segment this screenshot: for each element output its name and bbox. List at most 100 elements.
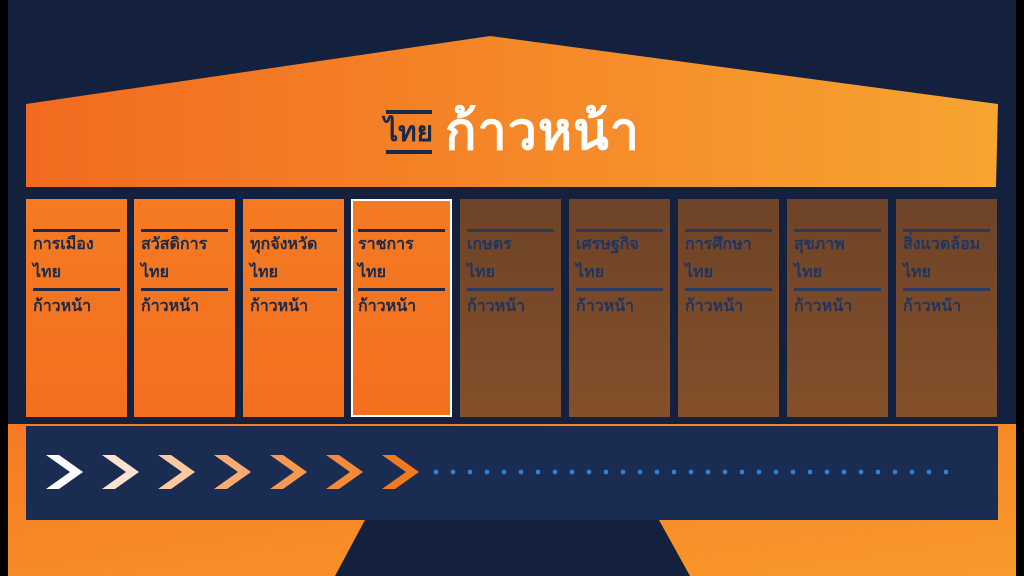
chevron-icon: [158, 455, 195, 489]
pillar-line2: ไทย: [903, 262, 931, 281]
pillar-line1: ราชการ: [358, 234, 414, 253]
progress-dot: [535, 469, 541, 475]
slide: ไทย ก้าวหน้า การเมืองไทยก้าวหน้าสวัสดิกา…: [8, 0, 1016, 576]
chevron-icon: [46, 455, 83, 489]
progress-dot: [824, 469, 830, 475]
progress-dot: [739, 469, 745, 475]
pillar-line2: ไทย: [358, 262, 386, 281]
chevron-icon: [326, 455, 363, 489]
pillar-line3: ก้าวหน้า: [794, 296, 853, 315]
pillar-line1: สวัสดิการ: [141, 234, 208, 253]
pillar-line3: ก้าวหน้า: [358, 296, 417, 315]
progress-dot: [705, 469, 711, 475]
pillar-divider: [685, 229, 772, 232]
pillar-line2: ไทย: [685, 262, 713, 281]
title-prefix: ไทย: [384, 115, 434, 148]
progress-dot: [790, 469, 796, 475]
pillar-line1: การเมือง: [33, 234, 94, 253]
pillar-divider: [685, 288, 772, 291]
pillar-divider: [794, 229, 881, 232]
pillar-divider: [141, 288, 228, 291]
pillar-line3: ก้าวหน้า: [685, 296, 744, 315]
progress-dot: [603, 469, 609, 475]
progress-dot: [450, 469, 456, 475]
progress-dot: [569, 469, 575, 475]
pillar-divider: [358, 288, 445, 291]
progress-dot: [841, 469, 847, 475]
progress-dot: [807, 469, 813, 475]
chevron-icon: [214, 455, 251, 489]
progress-dot: [909, 469, 915, 475]
chevron-icon: [270, 455, 307, 489]
roof: [26, 36, 998, 187]
pillar-line1: สุขภาพ: [794, 234, 845, 253]
progress-dot: [858, 469, 864, 475]
progress-dot: [654, 469, 660, 475]
pillar-line3: ก้าวหน้า: [33, 296, 92, 315]
progress-dot: [484, 469, 490, 475]
pillar-line3: ก้าวหน้า: [141, 296, 200, 315]
pillar-line2: ไทย: [33, 262, 61, 281]
title-prefix-block: ไทย: [384, 110, 433, 154]
pillar-line3: ก้าวหน้า: [467, 296, 526, 315]
progress-dot: [637, 469, 643, 475]
pillar-8[interactable]: สุขภาพไทยก้าวหน้า: [787, 199, 888, 417]
pillar-line2: ไทย: [141, 262, 169, 281]
pillar-line2: ไทย: [576, 262, 604, 281]
progress-dot: [620, 469, 626, 475]
pillar-4[interactable]: ราชการไทยก้าวหน้า: [351, 199, 452, 417]
pillar-divider: [33, 229, 120, 232]
pillar-line2: ไทย: [467, 262, 495, 281]
pillar-9[interactable]: สิ่งแวดล้อมไทยก้าวหน้า: [896, 199, 997, 417]
pillar-1[interactable]: การเมืองไทยก้าวหน้า: [26, 199, 127, 417]
pillar-divider: [576, 288, 663, 291]
pillar-divider: [33, 288, 120, 291]
progress-dot: [756, 469, 762, 475]
title-bar-top: [385, 110, 432, 114]
pillar-divider: [141, 229, 228, 232]
door: [335, 520, 690, 576]
progress-dot: [688, 469, 694, 475]
title: ไทย ก้าวหน้า: [8, 92, 1016, 172]
progress-dot: [875, 469, 881, 475]
pillar-divider: [576, 229, 663, 232]
pillar-3[interactable]: ทุกจังหวัดไทยก้าวหน้า: [243, 199, 344, 417]
progress-dot: [943, 469, 949, 475]
pillar-line1: เศรษฐกิจ: [576, 234, 639, 253]
pillar-line3: ก้าวหน้า: [250, 296, 309, 315]
progress-dot: [467, 469, 473, 475]
progress-dot: [671, 469, 677, 475]
progress-dot: [773, 469, 779, 475]
pillar-line2: ไทย: [250, 262, 278, 281]
chevron-icon: [382, 455, 419, 489]
pillar-2[interactable]: สวัสดิการไทยก้าวหน้า: [134, 199, 235, 417]
title-main: ก้าวหน้า: [445, 102, 640, 162]
pillar-divider: [467, 288, 554, 291]
progress-dot: [926, 469, 932, 475]
pillar-line1: การศึกษา: [685, 234, 752, 253]
progress-dot: [518, 469, 524, 475]
pillar-divider: [903, 288, 990, 291]
chevron-icon: [102, 455, 139, 489]
pillar-line2: ไทย: [794, 262, 822, 281]
progress-dot: [552, 469, 558, 475]
progress-indicator: [46, 455, 949, 489]
pillar-6[interactable]: เศรษฐกิจไทยก้าวหน้า: [569, 199, 670, 417]
progress-dot: [892, 469, 898, 475]
pillar-line1: ทุกจังหวัด: [250, 234, 318, 253]
progress-dot: [501, 469, 507, 475]
pillar-5[interactable]: เกษตรไทยก้าวหน้า: [460, 199, 561, 417]
progress-dot: [433, 469, 439, 475]
pillar-divider: [358, 229, 445, 232]
progress-dot: [586, 469, 592, 475]
pillar-line1: สิ่งแวดล้อม: [903, 234, 981, 253]
pillar-divider: [794, 288, 881, 291]
pillar-divider: [467, 229, 554, 232]
pillar-divider: [903, 229, 990, 232]
pillar-line3: ก้าวหน้า: [576, 296, 635, 315]
title-bar-bottom: [385, 150, 432, 154]
pillar-7[interactable]: การศึกษาไทยก้าวหน้า: [678, 199, 779, 417]
pillar-divider: [250, 229, 337, 232]
pillar-line3: ก้าวหน้า: [903, 296, 962, 315]
pillar-line1: เกษตร: [467, 234, 512, 253]
